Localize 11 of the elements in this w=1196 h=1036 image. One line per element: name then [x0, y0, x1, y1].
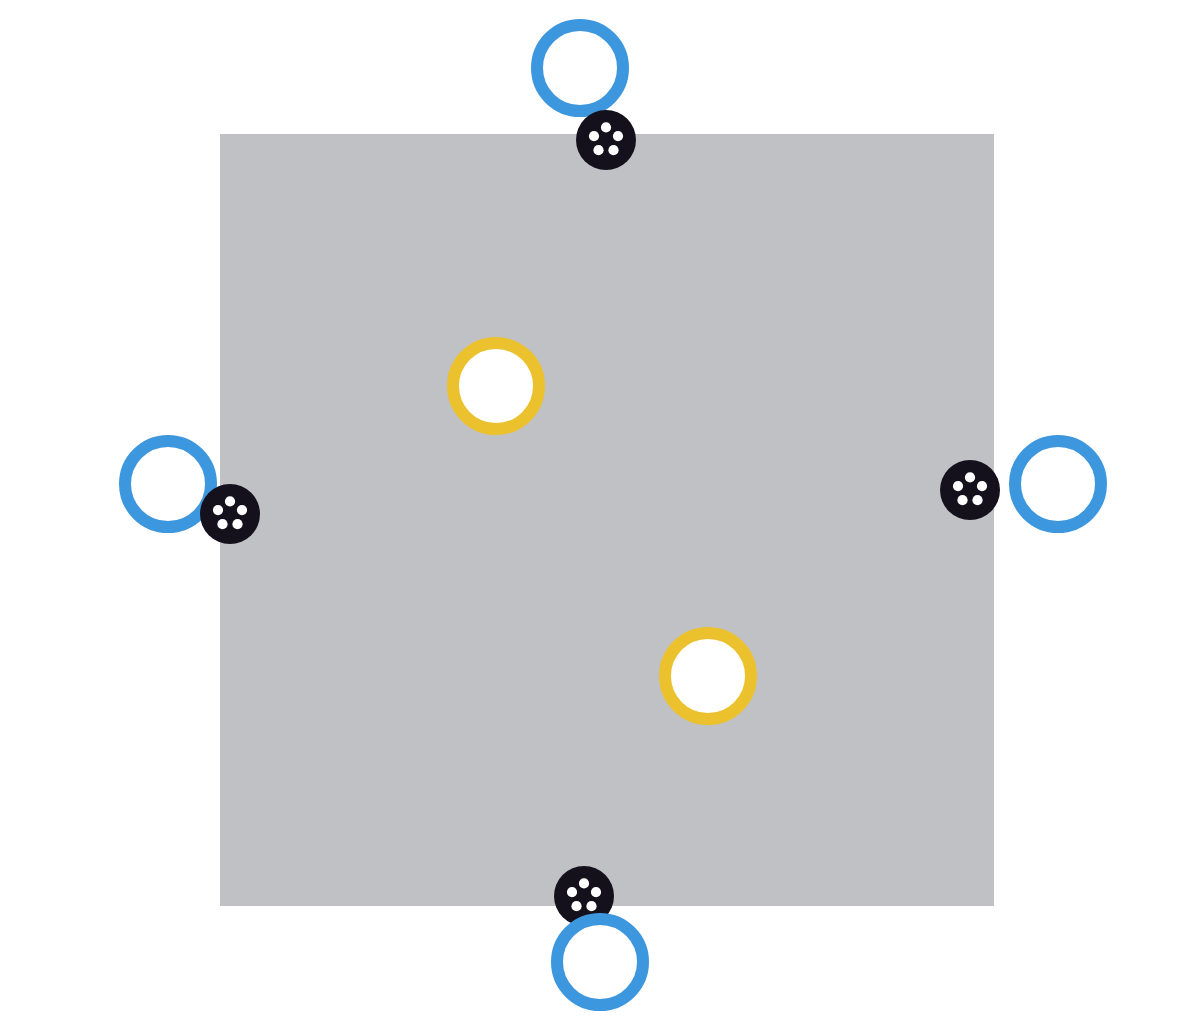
ring	[550, 912, 650, 1012]
ring	[1008, 434, 1108, 534]
ring	[530, 18, 630, 118]
ring	[446, 336, 546, 436]
dotted-disc-icon	[554, 866, 614, 926]
dotted-disc-icon	[940, 460, 1000, 520]
ring	[118, 434, 218, 534]
dotted-disc-icon	[200, 484, 260, 544]
ring	[658, 626, 758, 726]
dotted-disc-icon	[576, 110, 636, 170]
square-area	[220, 134, 994, 906]
